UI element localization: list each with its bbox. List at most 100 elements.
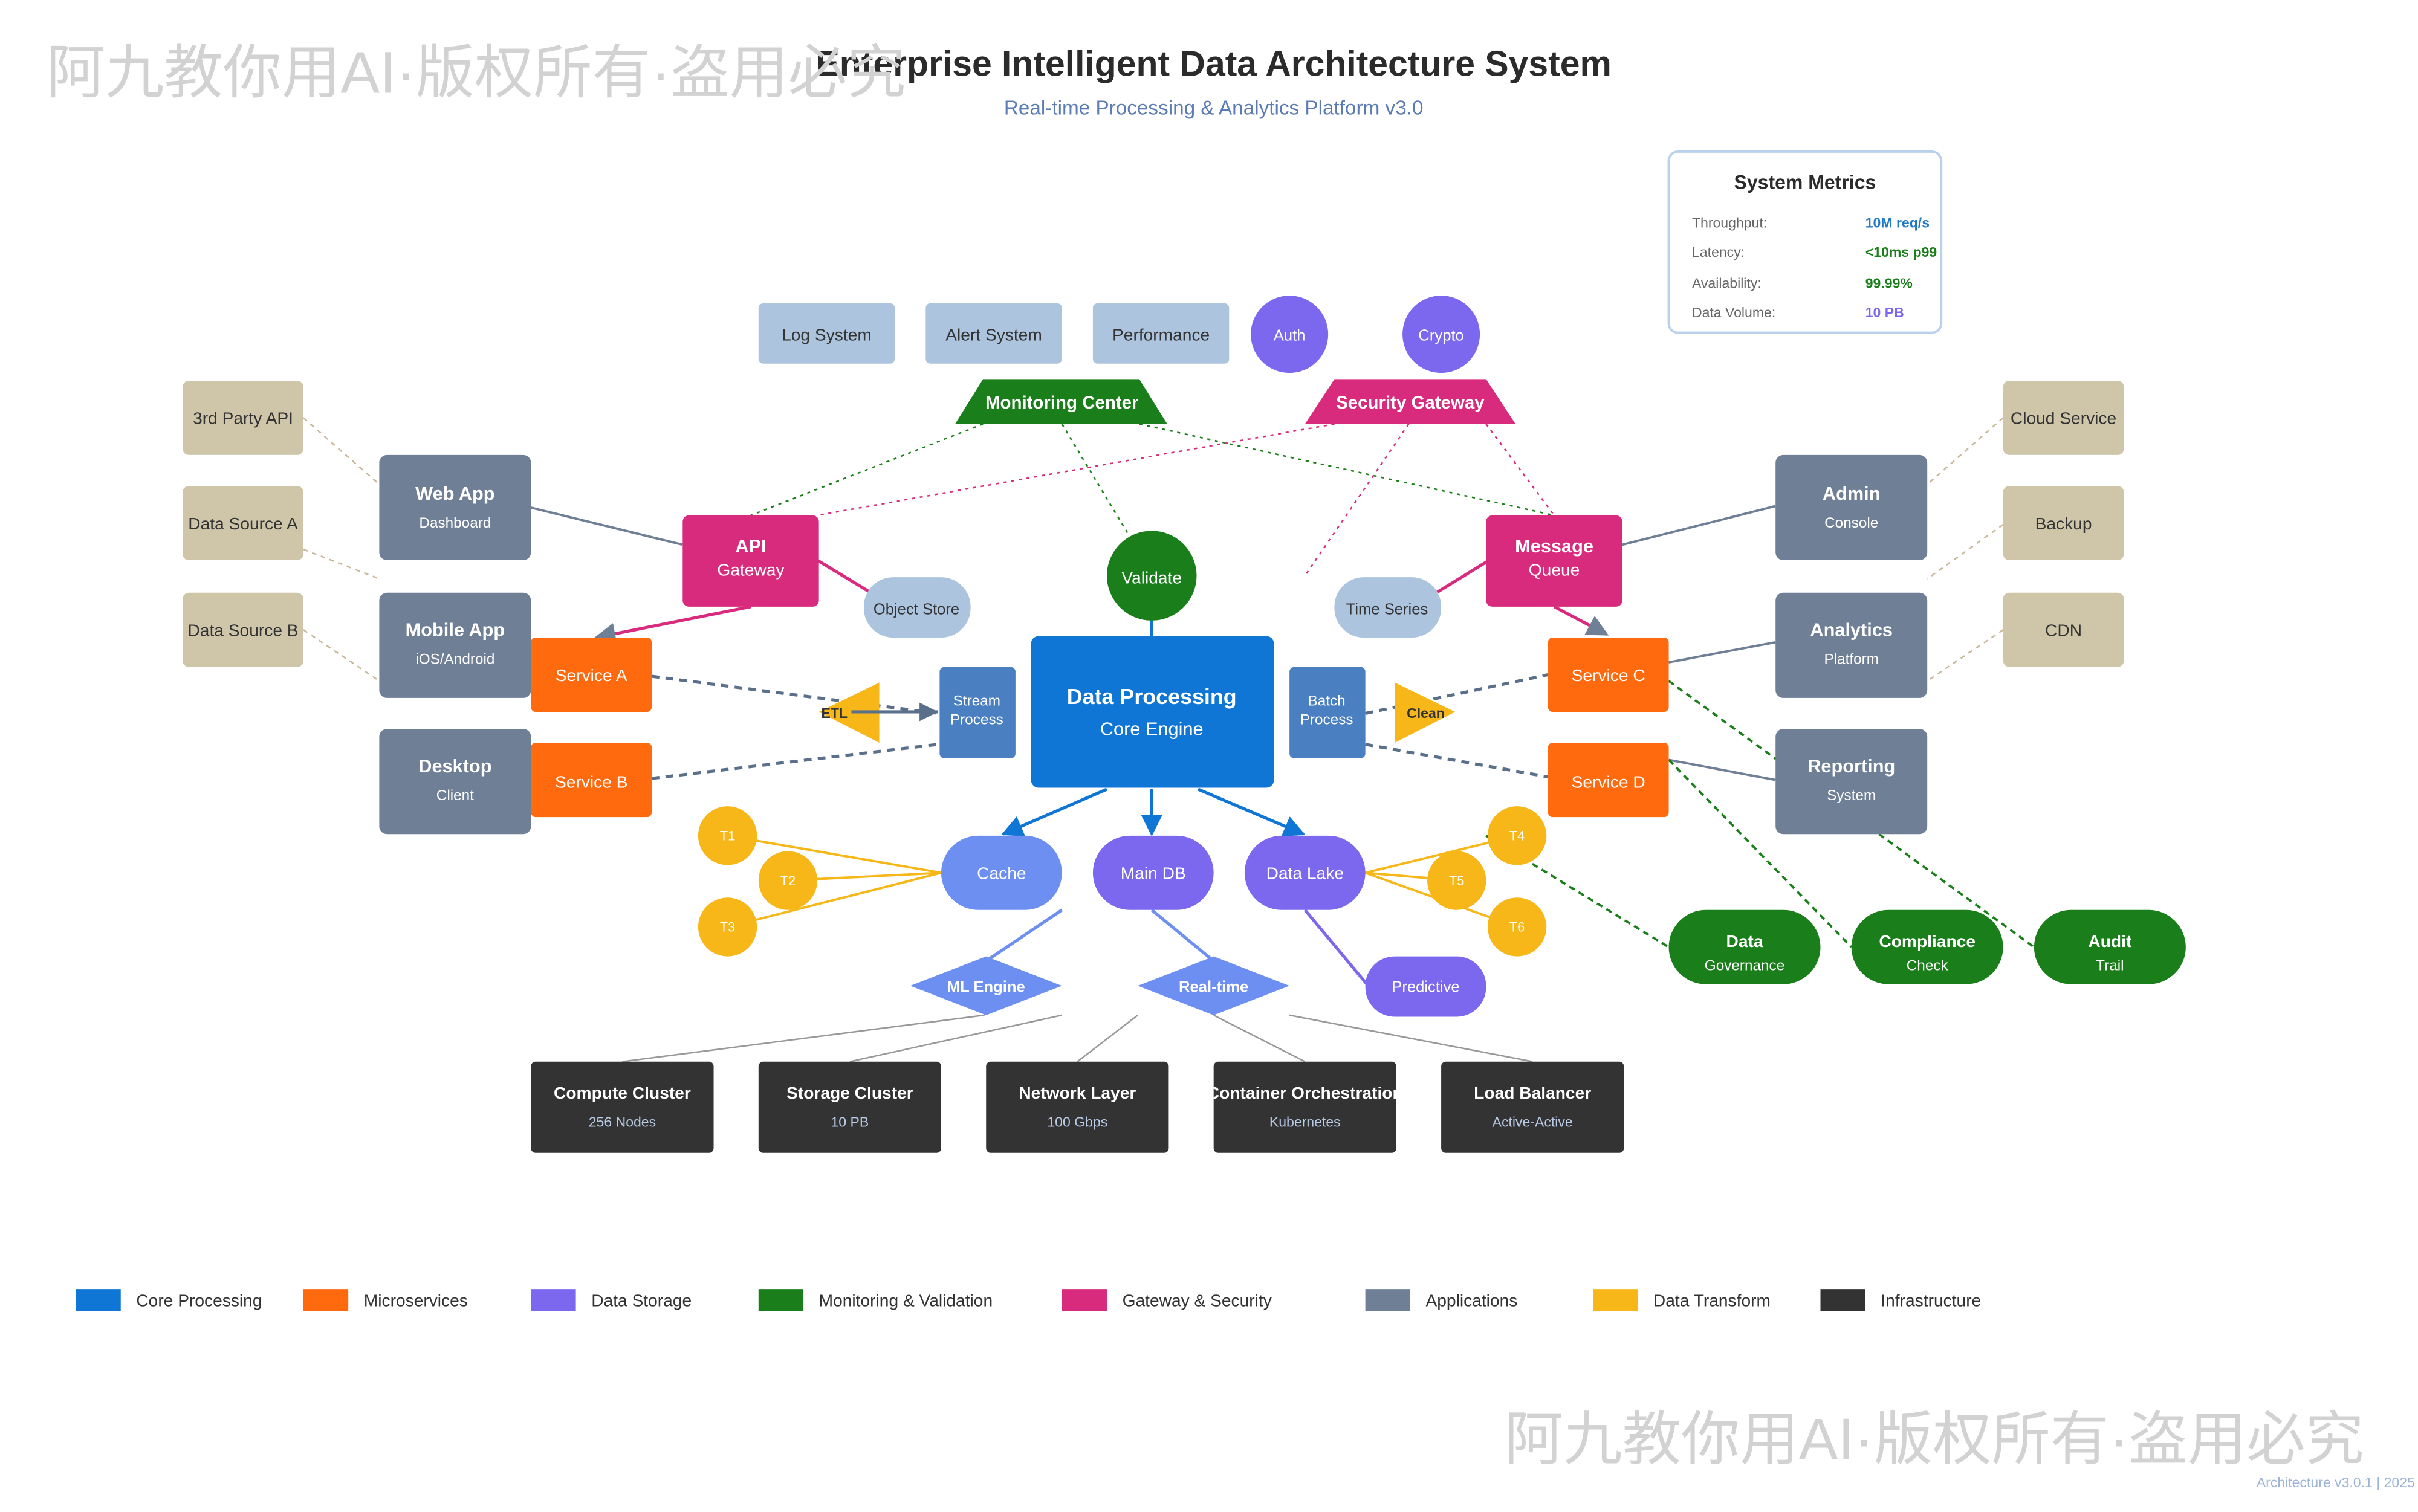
service-b: Service B bbox=[531, 743, 652, 818]
diagram-label: Console bbox=[1824, 515, 1878, 531]
diagram-label: Object Store bbox=[874, 601, 959, 618]
diagram-label: Compliance bbox=[1879, 932, 1976, 951]
diagram-label: Data Lake bbox=[1266, 864, 1344, 883]
infra-container-orchestration: Container Orchestration Kubernetes bbox=[1207, 1061, 1403, 1153]
diagram-label: Data bbox=[1726, 932, 1763, 951]
app-analytics: Analytics Platform bbox=[1775, 592, 1928, 698]
diagram-label: T4 bbox=[1509, 829, 1525, 844]
diagram-label: Dashboard bbox=[419, 515, 491, 531]
watermark-top: 阿九教你用AI·版权所有·盗用必究 bbox=[47, 40, 906, 106]
crypto: Crypto bbox=[1418, 327, 1463, 344]
diagram-label: Client bbox=[436, 787, 474, 804]
diagram-label: iOS/Android bbox=[415, 651, 494, 668]
diagram-label: Data Processing bbox=[1067, 685, 1237, 709]
app-web: Web App Dashboard bbox=[379, 454, 531, 561]
message-queue: Message Queue bbox=[1486, 515, 1622, 607]
main-db: Main DB bbox=[1092, 835, 1214, 910]
performance: Performance bbox=[1112, 325, 1210, 344]
legend-swatch bbox=[1593, 1289, 1638, 1311]
diagram-label: Platform bbox=[1824, 651, 1879, 668]
monitoring-center: Monitoring Center bbox=[955, 379, 1167, 424]
auth: Auth bbox=[1274, 327, 1306, 344]
infra-load-balancer: Load Balancer Active-Active bbox=[1441, 1061, 1624, 1153]
diagram-label: Cache bbox=[977, 864, 1026, 883]
diagram-label: Network Layer bbox=[1019, 1084, 1136, 1102]
service-d: Service D bbox=[1548, 743, 1669, 818]
ext-backup: Backup bbox=[2035, 514, 2092, 533]
etl-node: ETL bbox=[818, 682, 938, 743]
ext-data-source-a: Data Source A bbox=[188, 514, 298, 533]
diagram-label: ETL bbox=[822, 705, 848, 721]
app-reporting: Reporting System bbox=[1775, 729, 1928, 835]
footer-version: Architecture v3.0.1 | 2025 bbox=[2257, 1475, 2415, 1490]
diagram-label: Kubernetes bbox=[1269, 1114, 1341, 1129]
service-a: Service A bbox=[531, 638, 652, 712]
legend-label: Data Storage bbox=[591, 1291, 692, 1310]
data-governance: Data Governance bbox=[1668, 909, 1821, 984]
cache: Cache bbox=[941, 835, 1062, 910]
legend-swatch bbox=[758, 1289, 804, 1311]
diagram-label: 100 Gbps bbox=[1047, 1114, 1107, 1129]
validate-node: Validate bbox=[1106, 531, 1197, 621]
metrics-title: System Metrics bbox=[1734, 171, 1876, 193]
diagram-label: Data Volume: bbox=[1692, 305, 1775, 320]
app-desktop: Desktop Client bbox=[379, 729, 531, 835]
security-items: Auth Crypto bbox=[1251, 296, 1480, 373]
diagram-label: Process bbox=[950, 711, 1003, 728]
diagram-label: Service D bbox=[1572, 772, 1645, 791]
diagram-label: Storage Cluster bbox=[786, 1084, 913, 1102]
ext-cdn: CDN bbox=[2045, 621, 2082, 639]
diagram-label: Service A bbox=[556, 666, 627, 685]
diagram-label: Availability: bbox=[1692, 275, 1762, 291]
log-system: Log System bbox=[782, 325, 872, 344]
diagram-label: Clean bbox=[1407, 705, 1445, 721]
stream-process: Stream Process bbox=[939, 667, 1016, 758]
diagram-label: Stream bbox=[953, 693, 1000, 709]
diagram-label: Process bbox=[1300, 711, 1353, 728]
page-title: Enterprise Intelligent Data Architecture… bbox=[815, 44, 1611, 83]
diagram-label: T1 bbox=[720, 829, 735, 844]
diagram-label: Service B bbox=[555, 772, 628, 791]
diagram-label: Container Orchestration bbox=[1207, 1084, 1403, 1102]
diagram-label: Security Gateway bbox=[1336, 393, 1485, 413]
watermark-bottom: 阿九教你用AI·版权所有·盗用必究 bbox=[1505, 1406, 2364, 1472]
diagram-label: ML Engine bbox=[947, 978, 1025, 995]
diagram-label: Governance bbox=[1705, 958, 1784, 974]
alert-system: Alert System bbox=[945, 325, 1042, 344]
legend-label: Infrastructure bbox=[1881, 1291, 1981, 1310]
diagram-label: Desktop bbox=[418, 755, 491, 777]
ext-3rd-party-api: 3rd Party API bbox=[193, 409, 293, 428]
compliance-check: Compliance Check bbox=[1851, 909, 2003, 984]
api-gateway: API Gateway bbox=[682, 515, 819, 607]
diagram-label: Service C bbox=[1572, 666, 1645, 685]
infra-storage-cluster: Storage Cluster 10 PB bbox=[758, 1061, 941, 1153]
audit-trail: Audit Trail bbox=[2034, 909, 2186, 984]
legend: Core Processing Microservices Data Stora… bbox=[76, 1289, 1981, 1311]
ext-cloud-service: Cloud Service bbox=[2011, 409, 2116, 428]
diagram-label: 10 PB bbox=[831, 1114, 869, 1129]
diagram-label: Trail bbox=[2096, 958, 2124, 974]
diagram-label: API bbox=[735, 535, 766, 557]
diagram-label: Check bbox=[1907, 958, 1949, 974]
diagram-label: Core Engine bbox=[1100, 718, 1204, 739]
diagram-label: Validate bbox=[1121, 568, 1182, 587]
diagram-label: T3 bbox=[720, 920, 735, 935]
diagram-label: Admin bbox=[1823, 483, 1881, 504]
page-subtitle: Real-time Processing & Analytics Platfor… bbox=[1004, 97, 1424, 119]
metric-availability: 99.99% bbox=[1865, 275, 1913, 291]
batch-process: Batch Process bbox=[1289, 667, 1366, 758]
time-series: Time Series bbox=[1334, 577, 1442, 638]
app-mobile: Mobile App iOS/Android bbox=[379, 592, 531, 698]
diagram-label: Reporting bbox=[1807, 755, 1895, 777]
legend-swatch bbox=[1820, 1289, 1865, 1311]
legend-label: Applications bbox=[1425, 1291, 1517, 1310]
diagram-label: Compute Cluster bbox=[554, 1084, 691, 1102]
diagram-label: Analytics bbox=[1810, 619, 1893, 640]
diagram-label: Throughput: bbox=[1692, 215, 1767, 230]
diagram-label: Gateway bbox=[717, 561, 785, 580]
app-admin: Admin Console bbox=[1775, 454, 1928, 561]
legend-label: Core Processing bbox=[136, 1291, 262, 1310]
diagram-label: T5 bbox=[1449, 873, 1464, 888]
legend-label: Monitoring & Validation bbox=[819, 1291, 993, 1310]
